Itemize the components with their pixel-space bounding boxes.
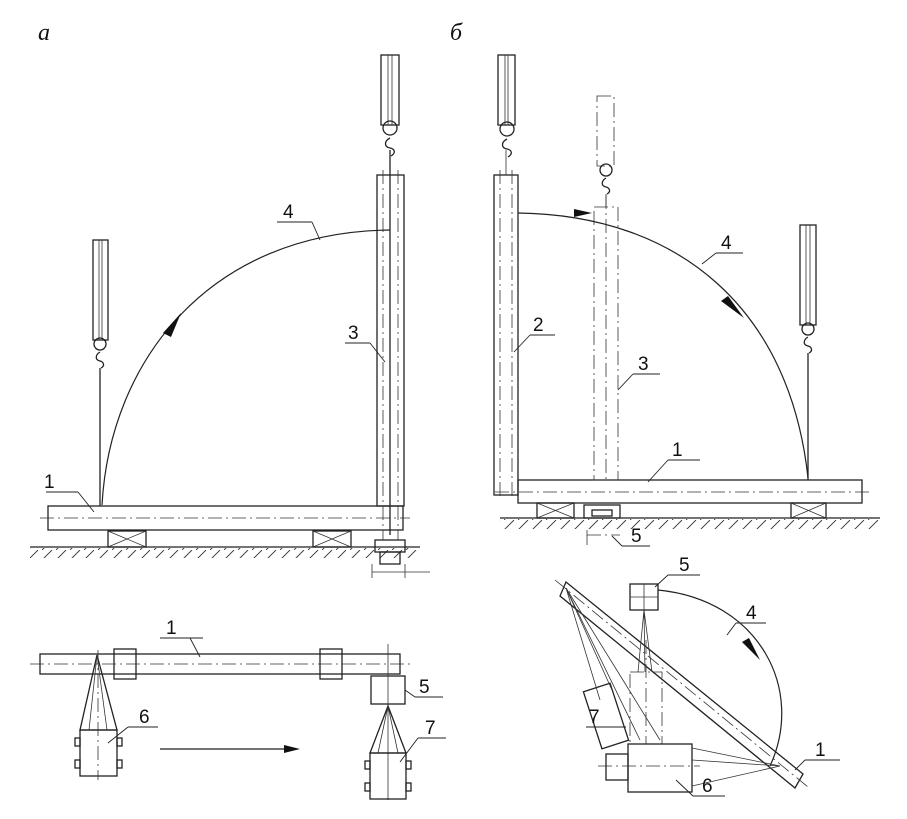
- support-pad: [790, 502, 827, 519]
- direction-arrow: [742, 638, 760, 660]
- crane-hook: [799, 224, 817, 480]
- label-1: 1: [672, 440, 683, 461]
- label-2: 2: [533, 315, 544, 336]
- crane-7: [364, 704, 412, 800]
- panel-label-b: б: [450, 20, 463, 46]
- label-1: 1: [166, 618, 177, 639]
- crane-hook: [92, 239, 109, 506]
- lift-path-arc: [101, 229, 391, 506]
- crane-hook: [380, 54, 400, 157]
- label-5: 5: [419, 677, 430, 698]
- label-6: 6: [702, 776, 713, 797]
- support-pad: [536, 502, 575, 519]
- support-pad: [312, 530, 352, 548]
- label-7: 7: [425, 718, 436, 739]
- lift-path-arc: [657, 589, 783, 767]
- label-4: 4: [721, 233, 732, 254]
- label-4: 4: [283, 202, 294, 223]
- label-5: 5: [631, 526, 642, 547]
- direction-arrow: [163, 313, 181, 337]
- panel-a-elevation: 1 3 4: [30, 54, 430, 578]
- panel-b-elevation: 2 3 1 4 5: [493, 54, 880, 547]
- label-5: 5: [679, 555, 690, 576]
- support-pad: [107, 530, 147, 548]
- crane-6: [74, 650, 123, 780]
- direction-arrow: [574, 209, 592, 217]
- direction-arrow: [284, 745, 300, 753]
- panel-a-plan: 1 5 6 7: [30, 618, 446, 800]
- label-6: 6: [139, 707, 150, 728]
- crane-hook: [497, 54, 516, 158]
- label-1: 1: [815, 740, 826, 761]
- label-4: 4: [746, 603, 757, 624]
- label-1: 1: [44, 472, 55, 493]
- crane-hook: [596, 95, 615, 207]
- label-7: 7: [589, 707, 600, 728]
- panel-label-a: а: [38, 20, 50, 46]
- direction-arrow: [721, 296, 744, 318]
- panel-b-plan: 5 4 7 1 6: [554, 555, 840, 797]
- label-3: 3: [638, 354, 649, 375]
- label-3: 3: [348, 323, 359, 344]
- lift-path-arc: [517, 212, 809, 479]
